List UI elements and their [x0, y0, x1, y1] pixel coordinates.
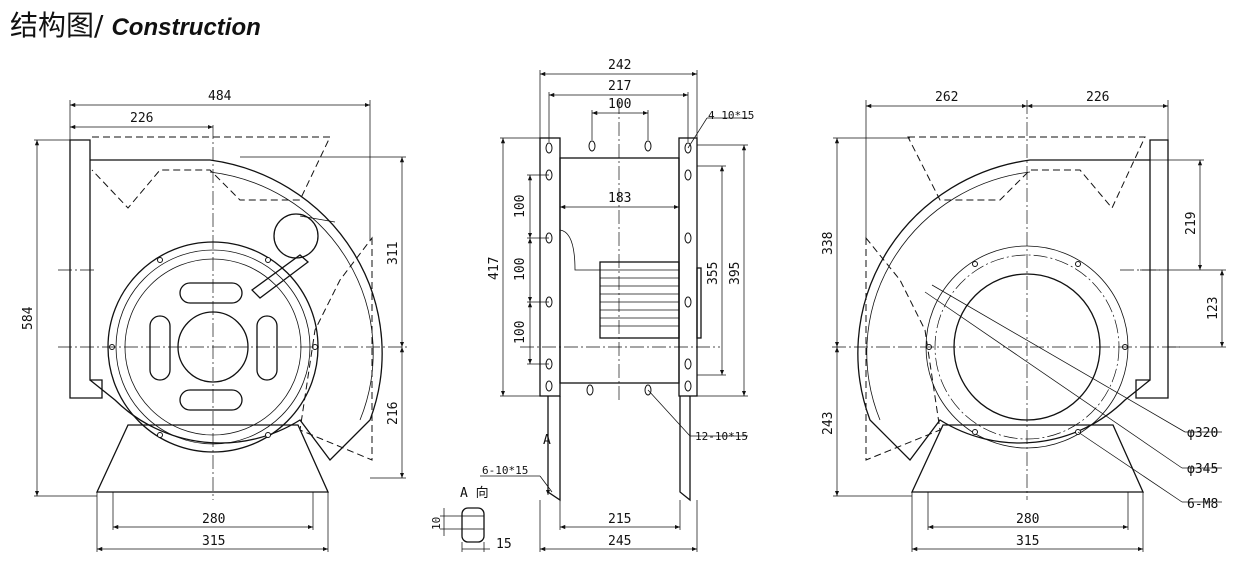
- dim-100b-label: 100: [513, 258, 528, 281]
- dim-280-label: 280: [202, 512, 225, 527]
- mid-hole: [684, 380, 692, 392]
- leader-m8: [1077, 431, 1183, 503]
- dim-100-top-label: 100: [608, 97, 631, 112]
- left-scroll-inner-edge: [209, 171, 374, 421]
- label-m8: 6-M8: [1187, 497, 1218, 512]
- dim-216-label: 216: [386, 402, 401, 425]
- mid-inlet-cone: [559, 229, 600, 271]
- dim-395-label: 395: [728, 262, 743, 285]
- mid-hole: [684, 232, 692, 244]
- mid-base-right: [679, 396, 691, 502]
- dim-217-label: 217: [608, 79, 631, 94]
- mid-hole: [684, 358, 692, 370]
- dim-242-label: 242: [608, 58, 631, 73]
- dim-417-label: 417: [487, 257, 502, 280]
- dim-280-right-label: 280: [1016, 512, 1039, 527]
- left-outlet-hidden: [91, 136, 331, 209]
- leader-4-holes: [687, 117, 708, 149]
- dim-10-label: 10: [430, 517, 443, 530]
- right-view: φ320 φ345 6-M8 262 226 338 243 219 123: [821, 90, 1226, 552]
- left-cable-end: [299, 215, 336, 223]
- left-slot-right: [256, 315, 278, 381]
- left-slot-top: [179, 282, 243, 304]
- mid-impeller: [599, 261, 680, 339]
- title-separator: /: [94, 9, 104, 42]
- right-m8-hole: [972, 429, 978, 435]
- dim-262-label: 262: [935, 90, 958, 105]
- detail-view-a: A 向 10 15: [430, 485, 512, 552]
- right-outlet-hidden: [907, 136, 1146, 209]
- dim-338-label: 338: [821, 232, 836, 255]
- dim-311-label: 311: [386, 242, 401, 265]
- dim-243-label: 243: [821, 412, 836, 435]
- label-d345: φ345: [1187, 462, 1218, 477]
- right-m8-hole: [972, 261, 978, 267]
- label-6-holes: 6-10*15: [482, 464, 528, 477]
- label-arrow-a: A: [543, 433, 551, 448]
- left-bolt-hole: [157, 432, 163, 438]
- label-12-holes: 12-10*15: [695, 430, 748, 443]
- title-chinese: 结构图: [10, 9, 95, 42]
- right-base-plate: [910, 424, 1145, 493]
- dim-584-label: 584: [21, 306, 36, 330]
- left-slot-left: [149, 315, 171, 381]
- left-view: 484 226 584 311 216 280 315: [21, 89, 410, 552]
- leader-12-holes: [647, 389, 691, 437]
- page-title: 结构图 / Construction: [10, 4, 261, 44]
- mid-base-left: [547, 396, 561, 502]
- leader-6-holes: [539, 475, 553, 493]
- leader-d320: [931, 284, 1186, 433]
- left-bolt-hole: [157, 257, 163, 263]
- dim-215-label: 215: [608, 512, 631, 527]
- left-motor-hidden: [299, 236, 373, 461]
- right-scroll-housing: [857, 159, 1151, 461]
- mid-hole: [644, 140, 652, 152]
- mid-hole: [684, 296, 692, 308]
- detail-a-label: A 向: [460, 485, 489, 501]
- dim-183-label: 183: [608, 191, 631, 206]
- mid-hole: [684, 169, 692, 181]
- left-scroll-housing: [89, 159, 383, 461]
- mid-hole: [588, 140, 596, 152]
- dim-226-right-label: 226: [1086, 90, 1109, 105]
- label-d320: φ320: [1187, 426, 1218, 441]
- dim-315-right-label: 315: [1016, 534, 1039, 549]
- dim-219-label: 219: [1184, 212, 1199, 235]
- mid-hole: [586, 384, 594, 396]
- leader-d345: [924, 291, 1183, 469]
- mid-impeller-blades: [600, 269, 679, 327]
- left-flange-plate: [69, 139, 103, 399]
- mid-hole: [545, 380, 553, 392]
- dim-226-label: 226: [130, 111, 153, 126]
- dim-123-label: 123: [1206, 297, 1221, 320]
- right-flange-plate: [1135, 139, 1169, 399]
- dim-245-label: 245: [608, 534, 631, 549]
- right-scroll-inner-edge: [866, 171, 1031, 421]
- dim-15-label: 15: [496, 537, 512, 552]
- mid-motor-back: [696, 267, 702, 339]
- right-m8-hole: [1075, 261, 1081, 267]
- detail-a-slot-body: [461, 507, 485, 543]
- left-base-plate: [95, 424, 330, 493]
- title-english: Construction: [111, 14, 261, 41]
- label-4-holes: 4 10*15: [708, 109, 754, 122]
- left-cable-gland: [273, 213, 319, 259]
- dim-355-label: 355: [706, 262, 721, 285]
- mid-hole: [545, 142, 553, 154]
- dim-100a-label: 100: [513, 195, 528, 218]
- dim-100c-label: 100: [513, 321, 528, 344]
- detail-a-slot: [461, 515, 485, 530]
- left-bolt-hole: [265, 257, 271, 263]
- middle-view: 242 217 100 183 4 10*15 417 100 100 100: [430, 58, 754, 552]
- left-cable: [251, 254, 310, 299]
- left-slot-bottom: [179, 389, 243, 411]
- dim-315-label: 315: [202, 534, 225, 549]
- right-motor-hidden: [865, 236, 941, 461]
- left-bolt-hole: [265, 432, 271, 438]
- dim-484-label: 484: [208, 89, 232, 104]
